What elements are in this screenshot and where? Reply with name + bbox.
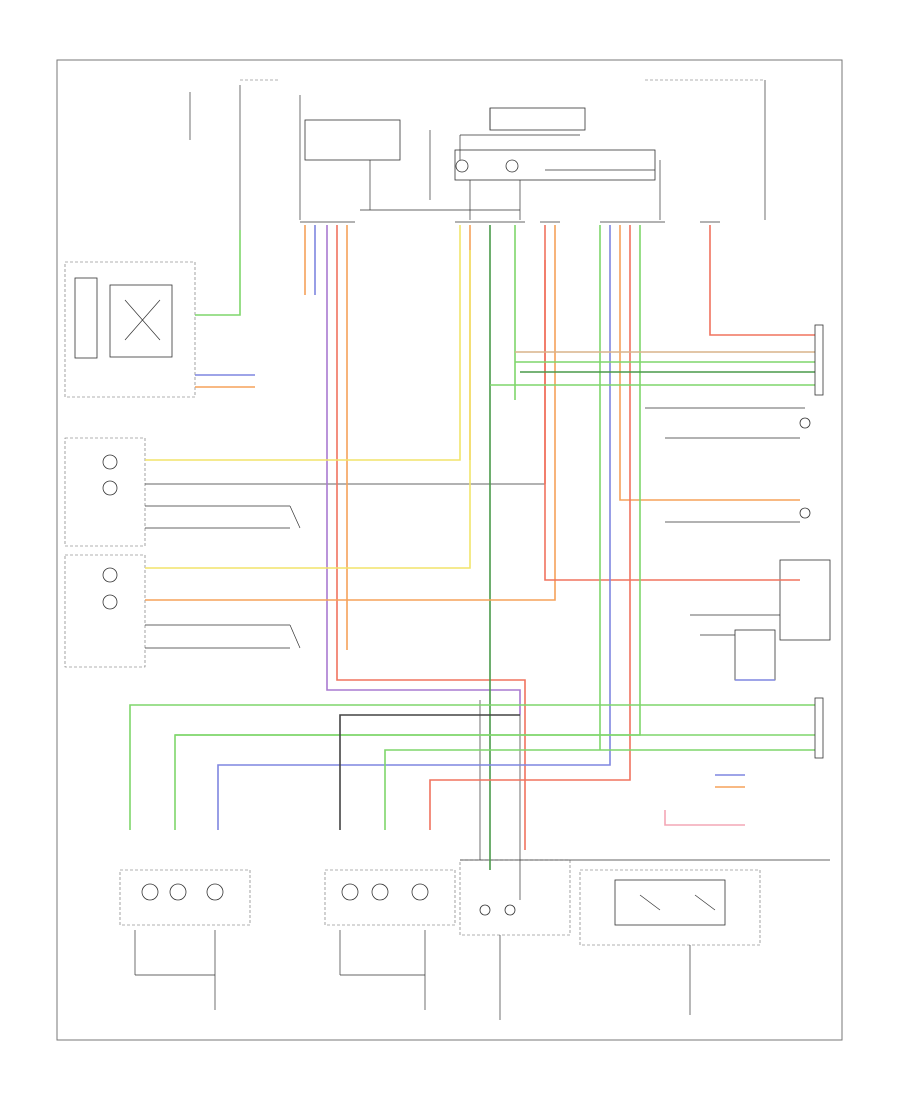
left-headlight <box>64 437 545 547</box>
instrument-cluster <box>64 261 196 398</box>
wire-red-v1 <box>336 225 526 850</box>
wire-dark-lower <box>339 714 520 830</box>
diagram-frame <box>56 59 843 1041</box>
fuse-junction-block <box>189 79 766 230</box>
wire-green-v4 <box>174 225 641 830</box>
license-lamp <box>459 859 571 1020</box>
wire-red-v3 <box>544 260 800 581</box>
wire-red-v4 <box>429 225 631 830</box>
left-rear-lamp <box>119 869 251 1010</box>
wire-pink-sw <box>664 810 745 826</box>
right-connector <box>814 324 824 759</box>
wire-green-lower-1 <box>129 704 815 830</box>
wire-purple-v1 <box>326 225 521 715</box>
wire-blue-v2 <box>217 225 611 830</box>
wire-green-1 <box>195 230 241 316</box>
wire-orange-v4 <box>145 225 556 601</box>
wire-green-lower-3 <box>384 749 815 830</box>
wire-yellow-v1 <box>145 225 461 461</box>
wire-yellow-v2 <box>145 250 471 569</box>
wire-orange-v5 <box>619 225 800 501</box>
wire-red-top-right <box>709 225 815 336</box>
multifunction-switch <box>645 407 831 681</box>
right-rear-lamp <box>324 869 456 1010</box>
colored-wires <box>129 225 815 870</box>
right-headlight <box>64 554 301 668</box>
light-switch <box>579 869 761 1015</box>
